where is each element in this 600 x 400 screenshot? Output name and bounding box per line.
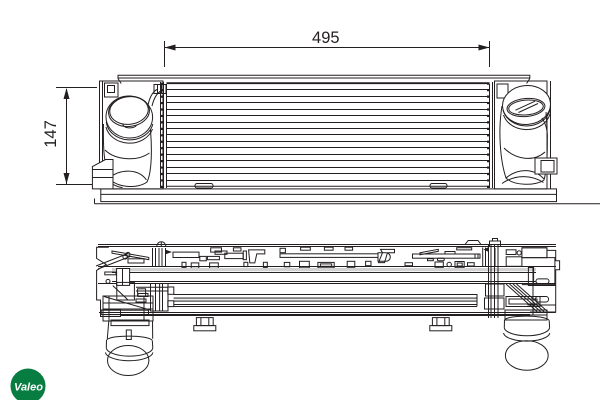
svg-text:495: 495 — [312, 29, 340, 47]
svg-text:Valeo: Valeo — [14, 382, 43, 394]
svg-text:147: 147 — [42, 120, 60, 148]
